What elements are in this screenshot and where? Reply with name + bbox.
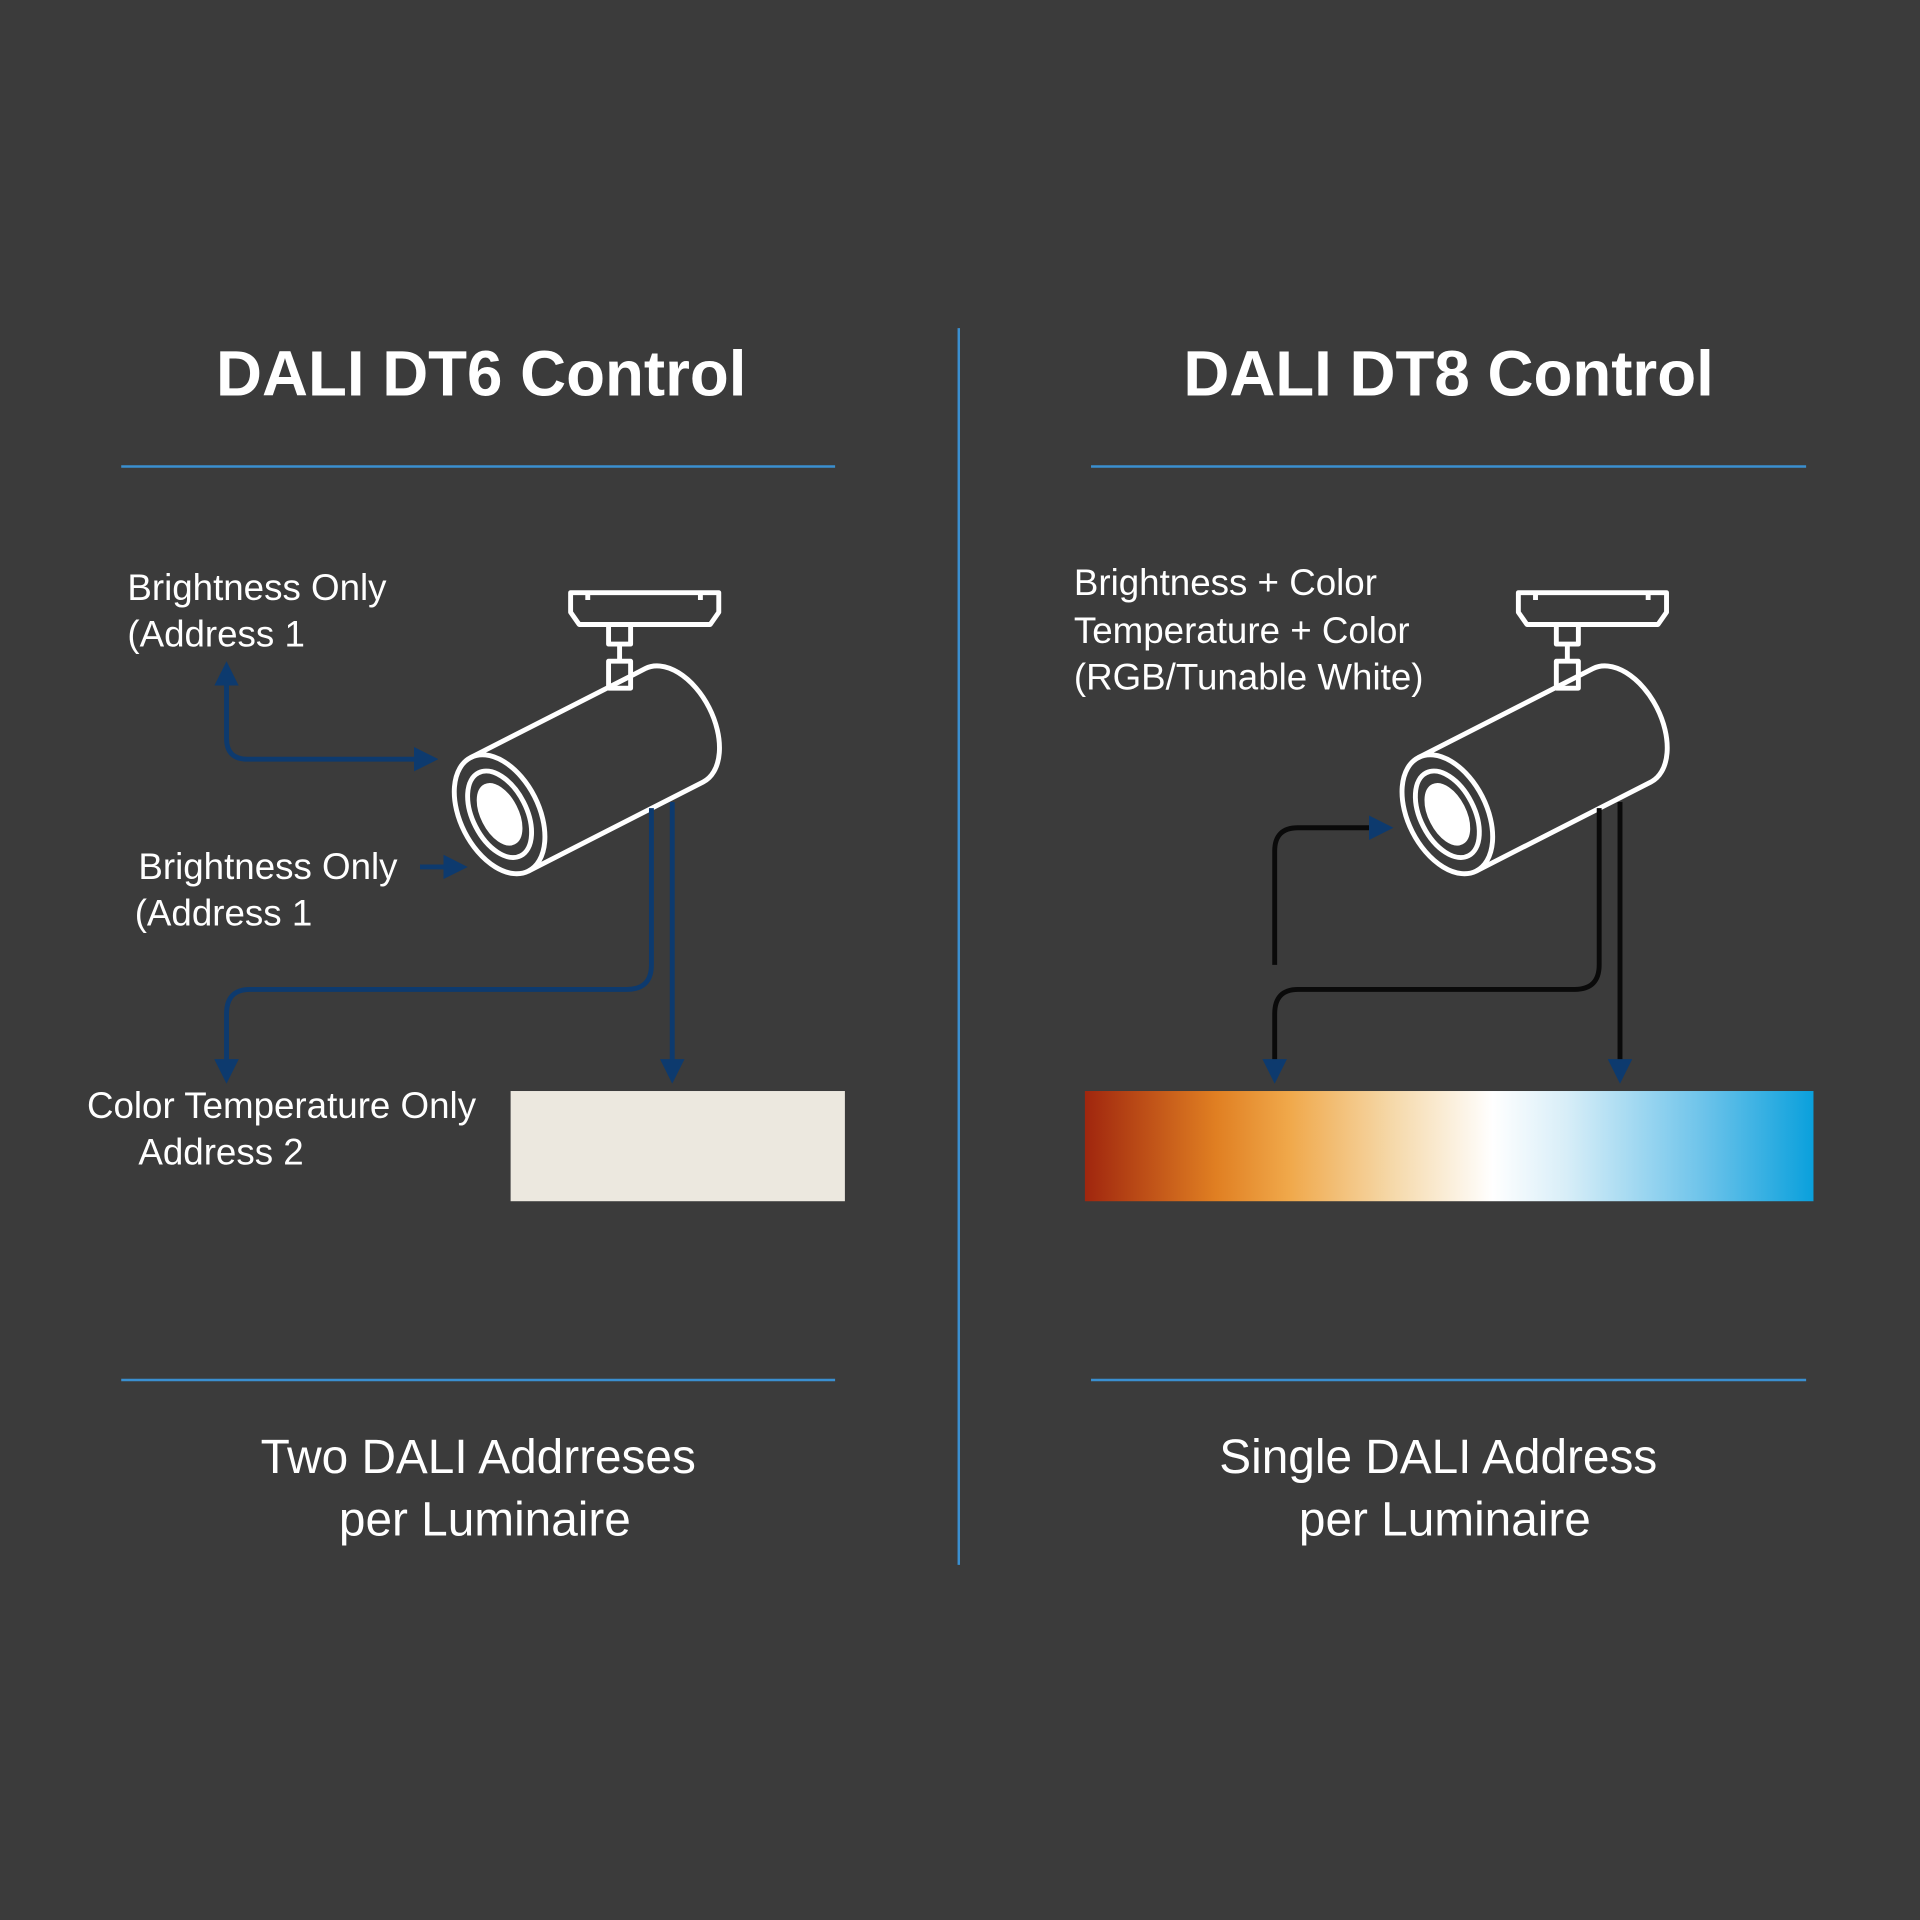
dt8-title: DALI DT8 Control: [1183, 339, 1713, 410]
dt8-footer: Single DALI Address per Luminaire: [1219, 1431, 1670, 1546]
dt8-panel: DALI DT8 Control Brightness + Color Temp…: [1074, 339, 1814, 1547]
dt6-title: DALI DT6 Control: [216, 339, 746, 410]
dt8-spotlight-icon: [1384, 593, 1686, 889]
dt8-arrow-input: [1272, 815, 1394, 965]
dt6-footer: Two DALI Addrreses per Luminaire: [261, 1431, 710, 1546]
dt6-label-bottom: Color Temperature Only Address 2: [87, 1085, 486, 1173]
dt8-label-top: Brightness + Color Temperature + Color (…: [1074, 562, 1424, 697]
dt6-label-mid: Brightness Only (Address 1: [135, 846, 408, 934]
dt8-arrow-color: [1262, 808, 1602, 1084]
dt6-panel: DALI DT6 Control Brightness Only (Addres…: [87, 339, 845, 1547]
dt6-arrow-brightness: [214, 661, 439, 772]
dt8-tunable-gradient-bar: [1084, 1091, 1814, 1202]
dt6-label-top: Brightness Only (Address 1: [127, 567, 396, 655]
dt6-spotlight-icon: [436, 593, 738, 889]
dt6-arrow-color-temp: [214, 808, 654, 1084]
dt6-light-output-swatch: [510, 1091, 845, 1202]
